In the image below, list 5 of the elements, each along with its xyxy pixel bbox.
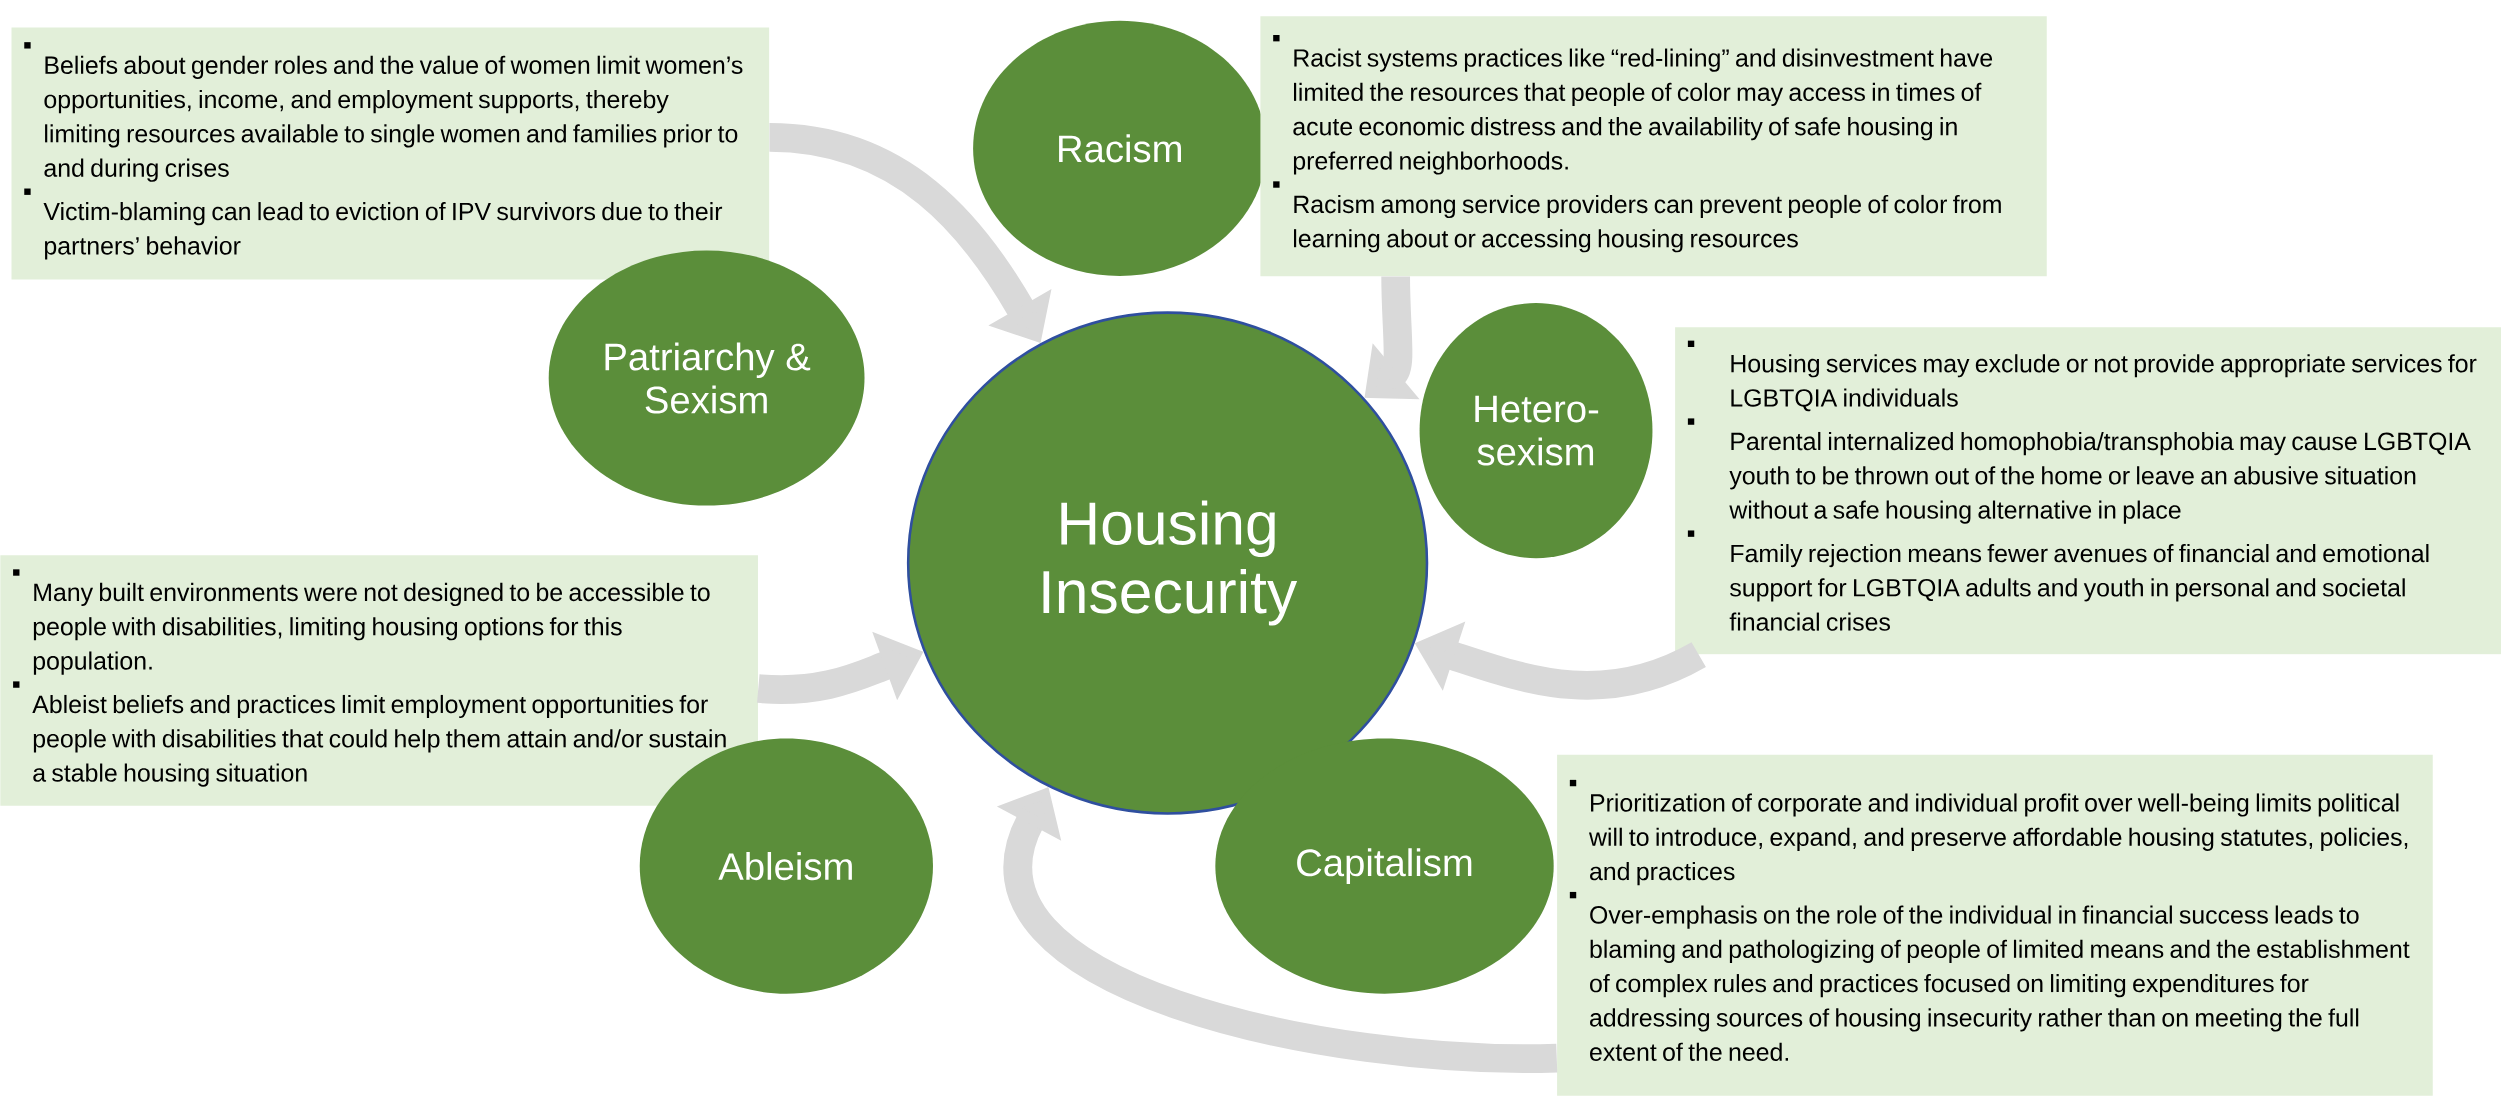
text-box: Racist systems practices like “red-lining” and disinvestment have limited the resources that people of color may access in times of acute economic distress and the availability of safe housing in preferred neighborhoods. Racism among service providers can prevent people of color from learning about or accessing housing resources — [1260, 16, 2047, 277]
text-box: Housing services may exclude or not provide appropriate services for LGBTQIA individuals Parental internalized homophobia/transphobia may cause LGBTQIA youth to be thrown out of the home or leave an abusive situation without a safe housing alternative in place Family rejection means fewer avenues of financial and emotional support for LGBTQIA adults and youth in personal and societal financial crises — [1675, 327, 2501, 655]
text-box: Many built environments were not designed to be accessible to people with disabilities, limiting housing options for this population. Ableist beliefs and practices limit employment opportunities for people with disabilities that could help them attain and/or sustain a stable housing situation — [0, 555, 758, 806]
text-box: Beliefs about gender roles and the value of women limit women’s opportunities, income, and employment supports, thereby limiting resources available to single women and families prior to and during crises Victim-blaming can lead to eviction of IPV survivors due to their partners’ behavior — [11, 27, 770, 280]
text-box: Prioritization of corporate and individual profit over well-being limits political will to introduce, expand, and preserve affordable housing statutes, policies, and practices Over-emphasis on the role of the individual in financial success leads to blaming and pathologizing of people of limited means and the establishment of complex rules and practices focused on limiting expenditures for addressing sources of housing insecurity rather than on meeting the full extent of the need. — [1557, 754, 2433, 1096]
